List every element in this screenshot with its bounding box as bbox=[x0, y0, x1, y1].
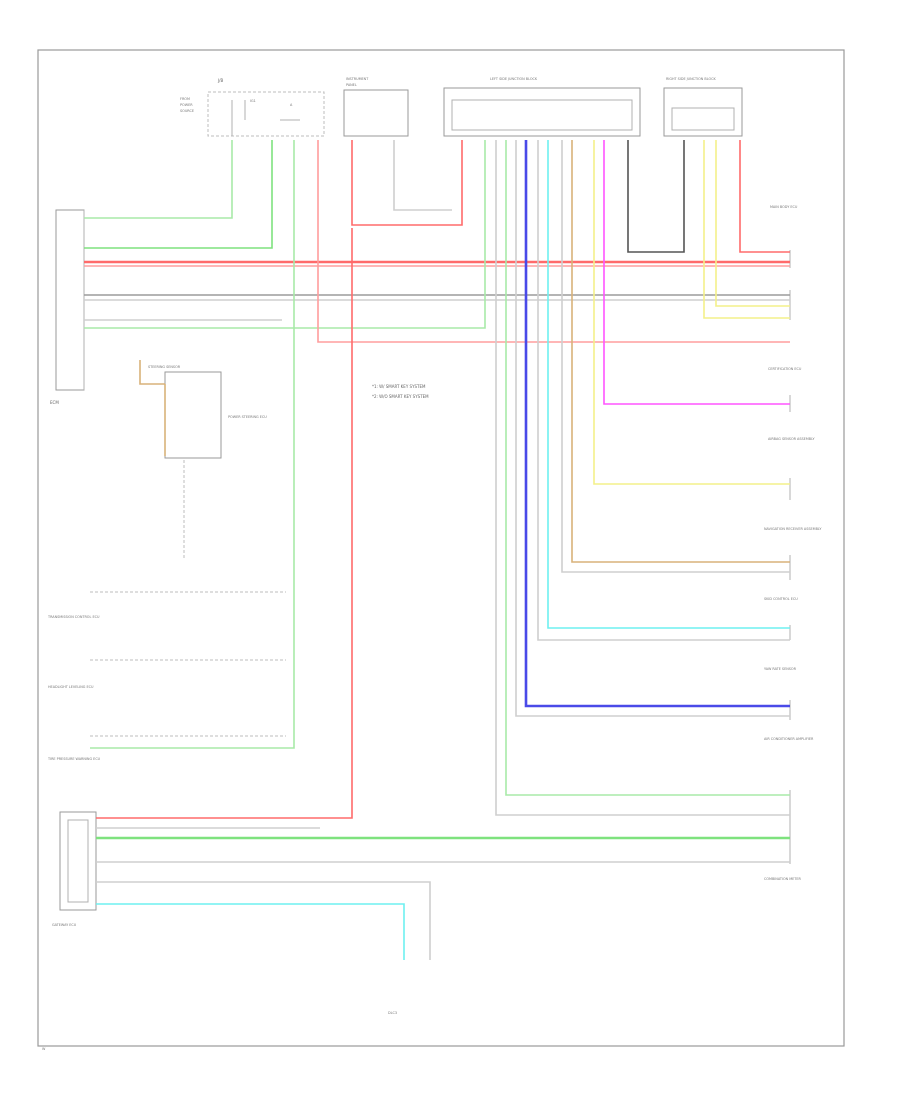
legend-notes: *1: W/ SMART KEY SYSTEM *2: W/O SMART KE… bbox=[372, 384, 429, 399]
transmission-ecu-label: TRANSMISSION CONTROL ECU bbox=[47, 615, 100, 619]
gateway-ecu-label: GATEWAY ECU bbox=[52, 923, 77, 927]
svg-text:SOURCE: SOURCE bbox=[180, 109, 194, 113]
steering-sensor-label: STEERING SENSOR bbox=[148, 365, 181, 369]
svg-text:FROM: FROM bbox=[180, 97, 190, 101]
right-components: MAIN BODY ECU CERTIFICATION ECU AIRBAG S… bbox=[764, 205, 822, 881]
top-connector-mid: INSTRUMENT PANEL bbox=[343, 77, 409, 137]
tire-pressure-label: TIRE PRESSURE WARNING ECU bbox=[47, 757, 101, 761]
airbag-sensor-label: AIRBAG SENSOR ASSEMBLY bbox=[768, 437, 816, 441]
ecm-block: ECM bbox=[50, 209, 85, 405]
lower-left-components: TRANSMISSION CONTROL ECU HEADLIGHT LEVEL… bbox=[47, 140, 295, 761]
junction-block-right-label: RIGHT SIDE JUNCTION BLOCK bbox=[666, 77, 717, 81]
steering-sensor-block: STEERING SENSOR POWER STEERING ECU bbox=[139, 360, 267, 560]
svg-text:J/B: J/B bbox=[217, 78, 224, 83]
navigation-label: NAVIGATION RECEIVER ASSEMBLY bbox=[764, 527, 822, 531]
junction-block-left-label: LEFT SIDE JUNCTION BLOCK bbox=[490, 77, 538, 81]
note-no-smart-key: *2: W/O SMART KEY SYSTEM bbox=[372, 394, 429, 399]
dlc3-label: DLC3 bbox=[388, 1011, 397, 1015]
junction-block-left: LEFT SIDE JUNCTION BLOCK bbox=[443, 77, 641, 137]
svg-text:POWER: POWER bbox=[180, 103, 193, 107]
gateway-block: GATEWAY ECU DLC3 bbox=[52, 228, 790, 1015]
main-body-ecu-label: MAIN BODY ECU bbox=[770, 205, 798, 209]
footer-code: W bbox=[42, 1047, 46, 1051]
skid-control-label: SKID CONTROL ECU bbox=[764, 597, 798, 601]
svg-text:INSTRUMENT: INSTRUMENT bbox=[346, 77, 369, 81]
svg-text:PANEL: PANEL bbox=[346, 83, 357, 87]
wire-drops bbox=[351, 140, 790, 816]
junction-block-right: RIGHT SIDE JUNCTION BLOCK bbox=[663, 77, 743, 137]
svg-text:IG1: IG1 bbox=[250, 99, 256, 103]
yaw-rate-label: YAW RATE SENSOR bbox=[764, 667, 797, 671]
power-steering-label: POWER STEERING ECU bbox=[228, 415, 267, 419]
certification-ecu-label: CERTIFICATION ECU bbox=[768, 367, 802, 371]
svg-text:A: A bbox=[290, 103, 293, 107]
air-conditioner-label: AIR CONDITIONER AMPLIFIER bbox=[764, 737, 814, 741]
top-connector-left: J/B FROM POWER SOURCE IG1 A bbox=[180, 78, 325, 137]
diagram-frame bbox=[37, 49, 845, 1047]
wire-bus bbox=[84, 140, 790, 343]
ecm-label: ECM bbox=[50, 400, 59, 405]
combination-meter-label: COMBINATION METER bbox=[764, 877, 802, 881]
note-smart-key: *1: W/ SMART KEY SYSTEM bbox=[372, 384, 426, 389]
headlight-ecu-label: HEADLIGHT LEVELING ECU bbox=[48, 685, 94, 689]
